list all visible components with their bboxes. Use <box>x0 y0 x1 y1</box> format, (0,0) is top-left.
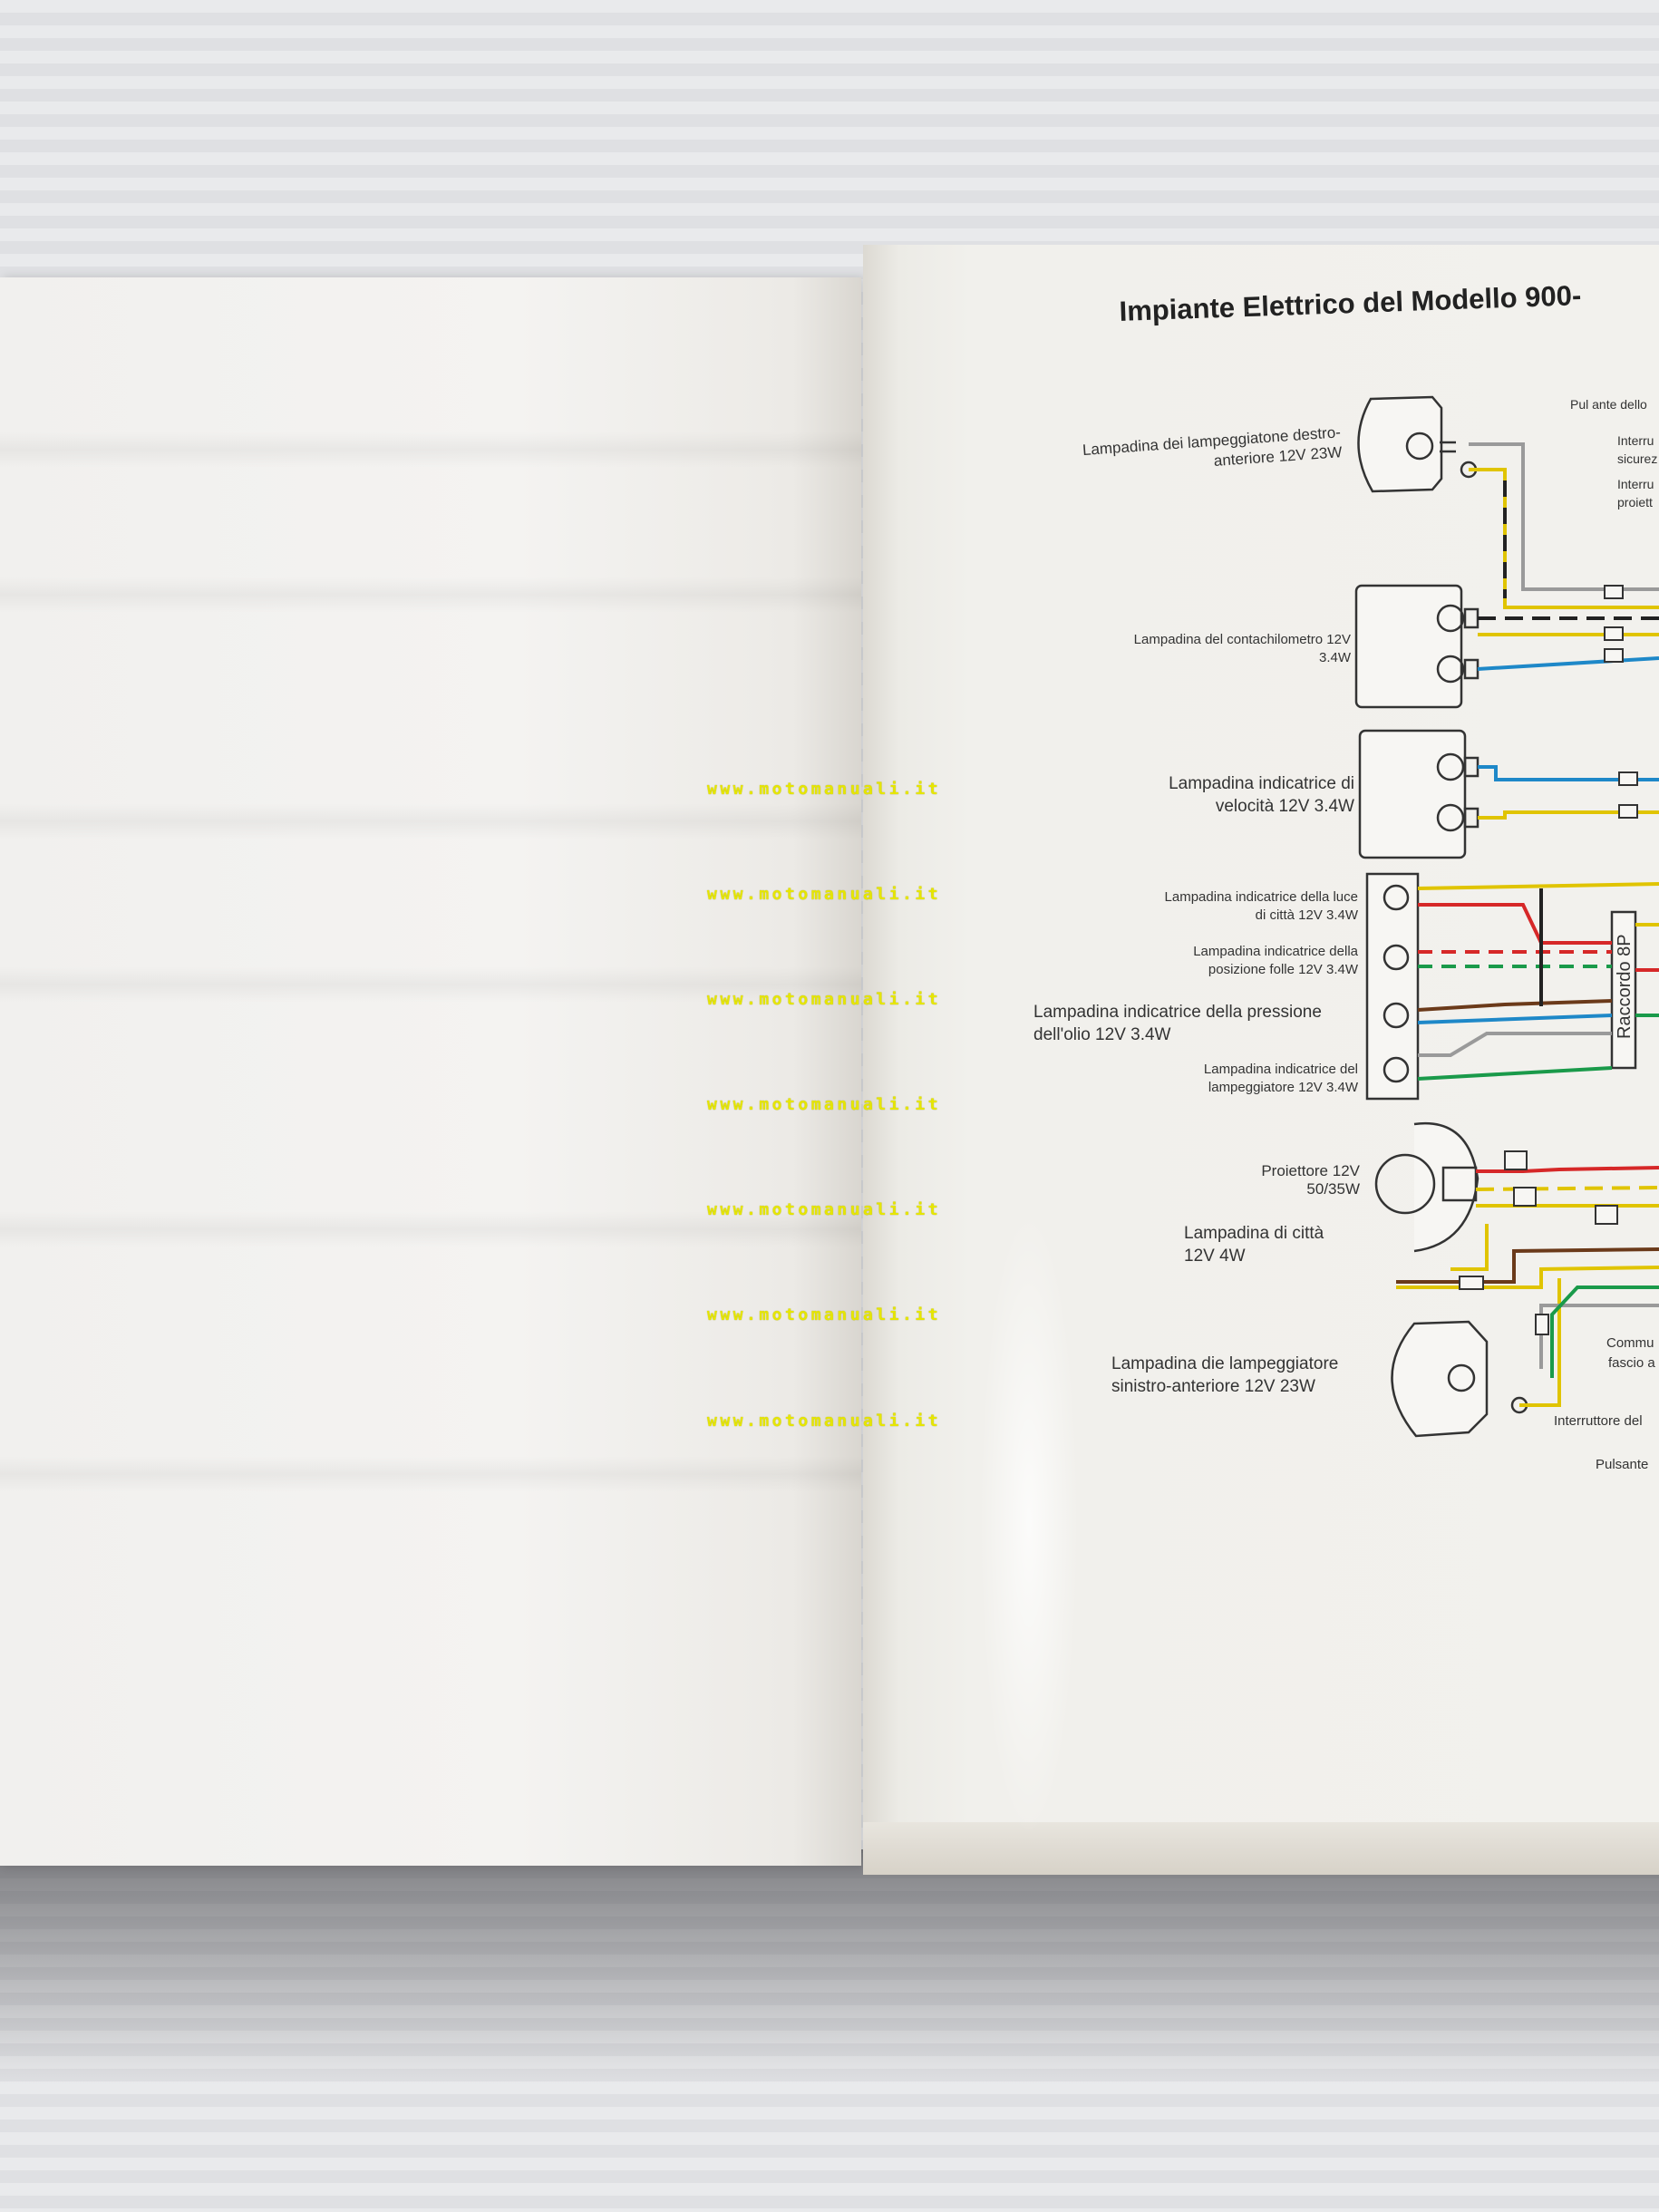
edge-label-6: Commu <box>1606 1335 1654 1351</box>
label-left-front-indicator: Lampadina die lampeggiatore sinistro-ant… <box>1111 1354 1339 1396</box>
left-page <box>0 277 861 1866</box>
paper-tear <box>979 1206 1079 1840</box>
edge-label-4: Interru <box>1617 477 1654 491</box>
watermark-2[interactable]: www.motomanuali.it <box>707 885 942 904</box>
edge-label-5: proiett <box>1617 495 1653 509</box>
edge-label-8: Interruttore del <box>1554 1413 1643 1429</box>
label-city-lamp: Lampadina di città 12V 4W <box>1184 1224 1324 1266</box>
watermark-4[interactable]: www.motomanuali.it <box>707 1095 942 1114</box>
left-front-indicator-lamp <box>1391 1320 1528 1438</box>
edge-label-9: Pulsante <box>1596 1457 1649 1472</box>
connector-8p <box>1610 910 1637 1070</box>
label-odometer-lamp: Lampadina del contachilometro 12V 3.4W <box>1133 632 1351 665</box>
connector-label: Raccordo 8P <box>1615 934 1635 1039</box>
watermark-3[interactable]: www.motomanuali.it <box>707 990 942 1009</box>
label-neutral-indicator: Lampadina indicatrice della posizione fo… <box>1193 944 1358 977</box>
watermark-6[interactable]: www.motomanuali.it <box>707 1305 942 1324</box>
indicator-cluster-housing <box>1365 872 1420 1101</box>
right-front-indicator-lamp <box>1357 395 1478 493</box>
edge-label-7: fascio a <box>1608 1355 1655 1371</box>
label-flasher-indicator: Lampadina indicatrice del lampeggiatore … <box>1203 1062 1358 1095</box>
odometer-lamp-housing <box>1354 584 1480 709</box>
label-headlight: Proiettore 12V 50/35W <box>1261 1162 1360 1198</box>
label-city-light-indicator: Lampadina indicatrice della luce di citt… <box>1164 889 1358 923</box>
watermark-1[interactable]: www.motomanuali.it <box>707 780 942 799</box>
edge-label-3: sicurez <box>1617 451 1658 466</box>
label-oil-pressure-indicator: Lampadina indicatrice della pressione de… <box>1033 1003 1322 1044</box>
watermark-7[interactable]: www.motomanuali.it <box>707 1412 942 1431</box>
wire-connectors <box>1459 585 1638 1335</box>
watermark-5[interactable]: www.motomanuali.it <box>707 1200 942 1219</box>
label-speed-indicator: Lampadina indicatrice di velocità 12V 3.… <box>1169 774 1354 816</box>
speed-indicator-housing <box>1358 729 1480 859</box>
headlight <box>1374 1121 1480 1253</box>
table-shadow <box>0 1849 1659 2085</box>
edge-label-2: Interru <box>1617 433 1654 448</box>
edge-label-1: Pul ante dello <box>1570 397 1647 412</box>
